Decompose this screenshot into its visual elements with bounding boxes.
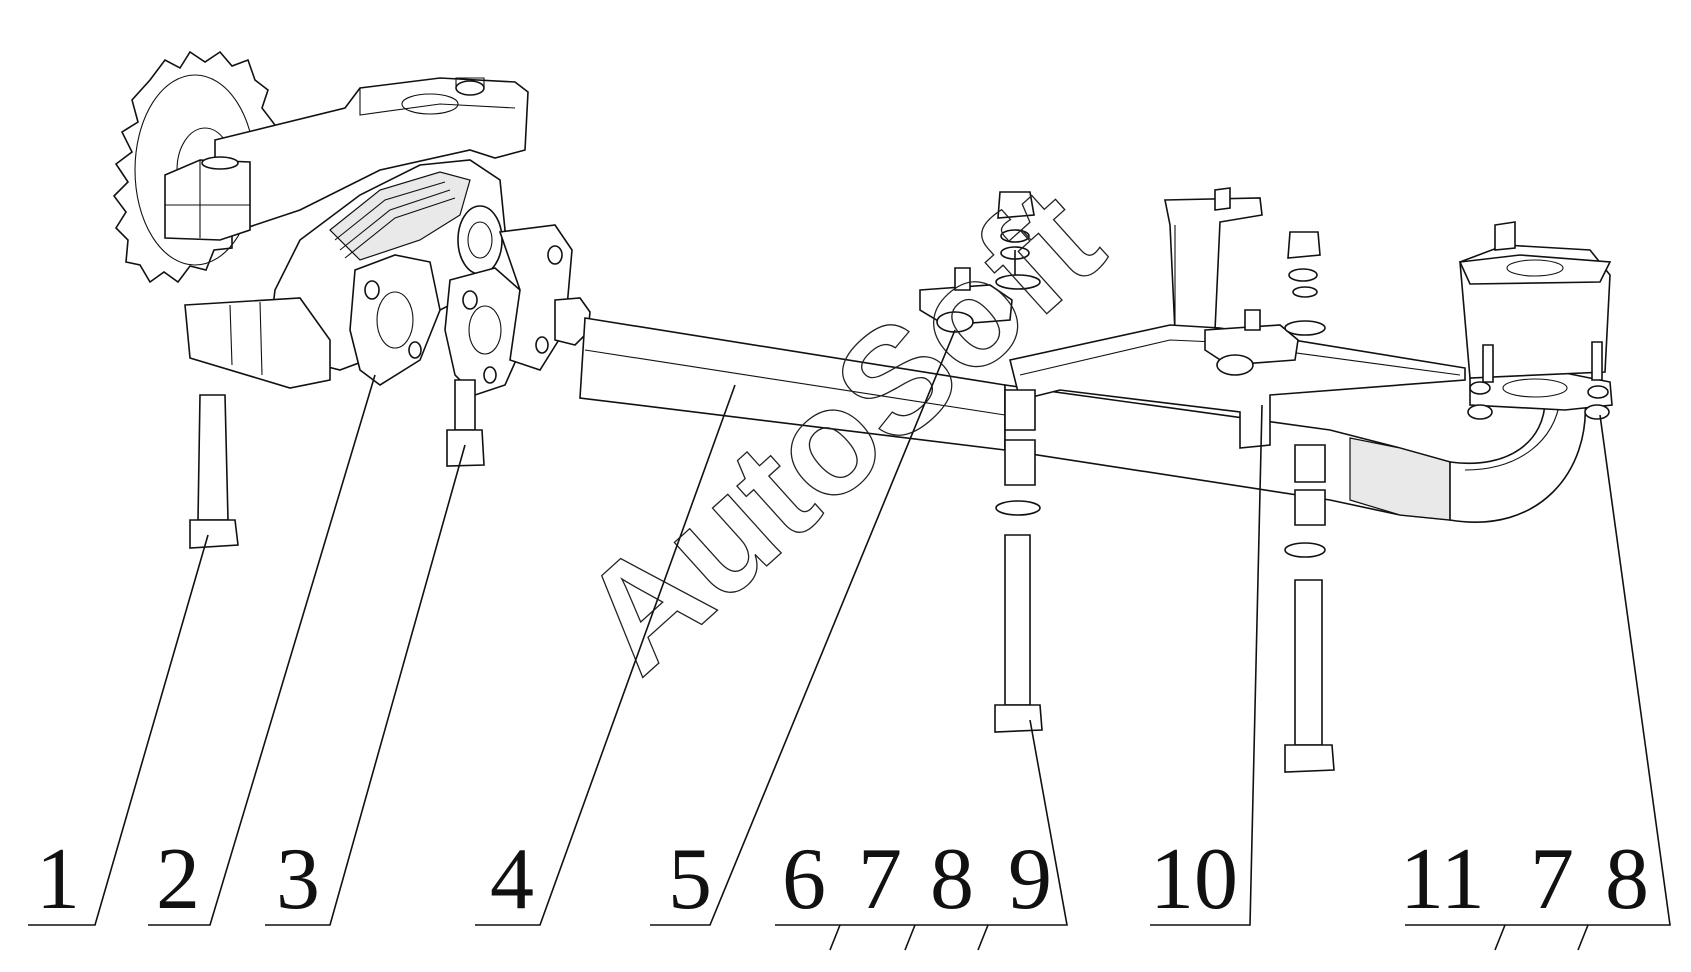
callout-9: 9 [1008,831,1052,928]
callout-7: 7 [858,831,902,928]
callout-4: 4 [490,831,534,928]
support-bracket [919,187,1466,526]
callout-10: 10 [1150,831,1238,928]
callout-6: 6 [782,831,826,928]
callout-8: 8 [930,831,974,928]
callout-2: 2 [156,831,200,928]
callout-1: 1 [36,831,80,928]
callout-numbers: 1 2 3 4 5 6 7 8 9 10 11 7 8 [36,831,1649,928]
callout-7b: 7 [1530,831,1574,928]
leader-lines [28,329,1671,951]
callout-8b: 8 [1605,831,1649,928]
suction-pipe [579,221,1613,523]
callout-11: 11 [1400,831,1485,928]
callout-3: 3 [276,831,320,928]
callout-5: 5 [668,831,712,928]
pump-body [164,77,591,396]
